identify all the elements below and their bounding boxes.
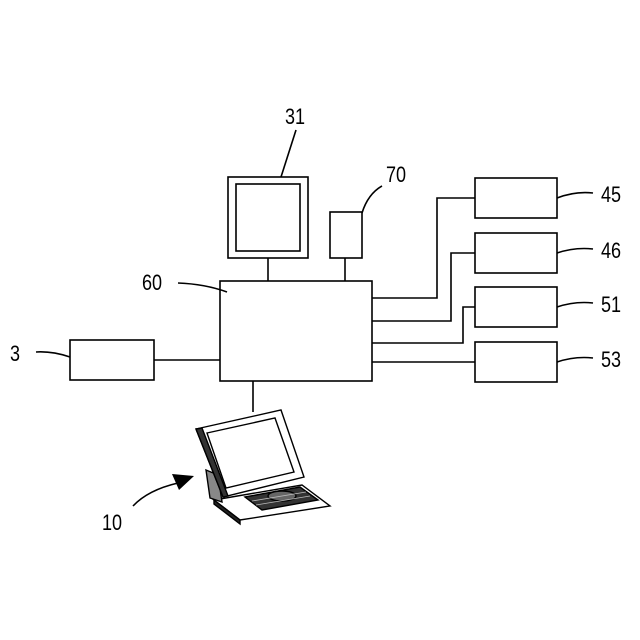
leader-3: [36, 352, 70, 357]
device-3-box: [70, 340, 220, 380]
connector-45: [372, 198, 475, 298]
connector-51: [372, 307, 475, 343]
leader-51: [557, 303, 593, 308]
box-51: [475, 287, 557, 327]
leader-53: [557, 358, 593, 363]
label-box-46: 46: [601, 240, 621, 262]
label-box-53: 53: [601, 349, 621, 371]
leader-45: [557, 193, 593, 198]
label-box-51: 51: [601, 294, 621, 316]
label-device-3: 3: [10, 343, 20, 365]
label-controller: 60: [142, 272, 162, 294]
device-70-box: [330, 212, 362, 281]
box-45: [475, 178, 557, 218]
label-device-70: 70: [386, 164, 406, 186]
label-display: 31: [285, 106, 305, 128]
arrowhead-10: [172, 474, 194, 490]
leader-10: [133, 483, 178, 506]
connector-46: [372, 253, 475, 321]
label-terminal: 10: [102, 512, 122, 534]
label-box-45: 45: [601, 184, 621, 206]
leader-31: [281, 130, 296, 177]
box-53: [475, 342, 557, 382]
controller-box: [220, 281, 372, 381]
leader-70: [362, 186, 382, 213]
leader-46: [557, 249, 593, 254]
terminal-device: [196, 410, 330, 524]
display-monitor: [228, 177, 308, 281]
box-46: [475, 233, 557, 273]
